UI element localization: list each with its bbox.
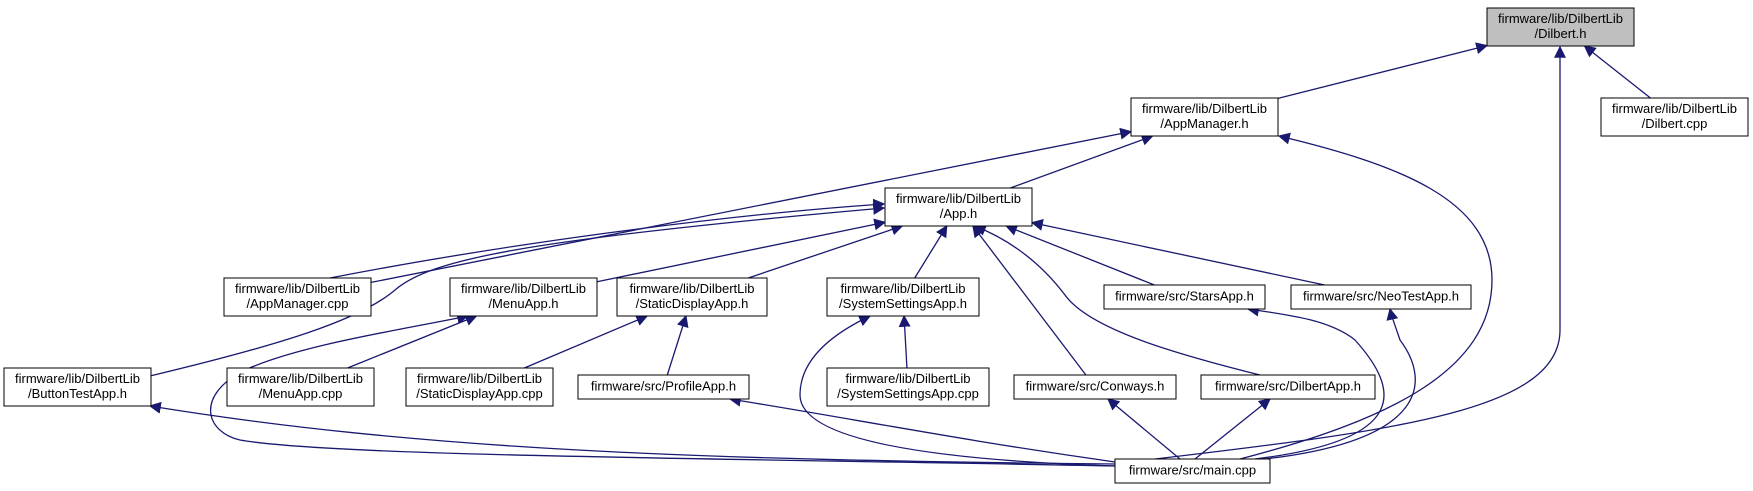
edge-main_cpp-to-profileapp_h	[728, 394, 1116, 463]
node-box	[826, 367, 990, 407]
node-label-line: firmware/src/NeoTestApp.h	[1303, 289, 1459, 304]
node-label-line: firmware/lib/DilbertLib	[841, 281, 966, 296]
edge-appmanager_cpp-to-app_h	[329, 198, 886, 279]
node-box	[1200, 374, 1376, 400]
node-box	[223, 277, 372, 317]
node-label-line: firmware/src/ProfileApp.h	[591, 379, 736, 394]
edge-staticdisplayapp_cpp-to-staticdisplayapp_h	[524, 314, 649, 369]
node-box	[226, 367, 375, 407]
node-label-line: firmware/lib/DilbertLib	[461, 281, 586, 296]
node-label-line: firmware/lib/DilbertLib	[1612, 101, 1737, 116]
node-label-line: /Dilbert.h	[1534, 26, 1586, 41]
node-label-line: /Dilbert.cpp	[1642, 116, 1708, 131]
edge-profileapp_h-to-staticdisplayapp_h	[666, 314, 689, 376]
node-profileapp_h[interactable]: firmware/src/ProfileApp.h	[577, 374, 750, 400]
node-staticdisplayapp_h[interactable]: firmware/lib/DilbertLib/StaticDisplayApp…	[616, 277, 768, 317]
node-staticdisplayapp_cpp[interactable]: firmware/lib/DilbertLib/StaticDisplayApp…	[405, 367, 554, 407]
edge-neotestapp_h-to-app_h	[1030, 219, 1325, 286]
edge-starsapp_h-to-app_h	[1005, 224, 1155, 286]
node-conways_h[interactable]: firmware/src/Conways.h	[1013, 374, 1177, 400]
node-app_h[interactable]: firmware/lib/DilbertLib/App.h	[884, 187, 1033, 227]
node-box	[616, 277, 768, 317]
node-label-line: firmware/src/StarsApp.h	[1115, 289, 1254, 304]
node-label-line: /StaticDisplayApp.h	[636, 296, 749, 311]
node-label-line: firmware/src/Conways.h	[1026, 379, 1165, 394]
edge-main_cpp-to-conways_h	[1107, 398, 1181, 460]
node-box	[884, 187, 1033, 227]
node-box	[1114, 458, 1271, 484]
node-label-line: firmware/lib/DilbertLib	[896, 191, 1021, 206]
node-box	[3, 367, 152, 407]
node-label-line: /StaticDisplayApp.cpp	[416, 386, 542, 401]
node-label-line: firmware/lib/DilbertLib	[630, 281, 755, 296]
edge-appmanager_h-to-dilbert_h	[1277, 42, 1489, 100]
node-label-line: /MenuApp.cpp	[259, 386, 343, 401]
node-label-line: firmware/src/main.cpp	[1129, 463, 1256, 478]
node-label-line: /App.h	[940, 206, 978, 221]
node-label-line: firmware/lib/DilbertLib	[1498, 11, 1623, 26]
edge-main_cpp-to-neotestapp_h	[1264, 307, 1416, 460]
node-box	[1130, 97, 1279, 137]
edge-buttontestapp_h-to-app_h	[149, 202, 886, 377]
edge-menuapp_cpp-to-menuapp_h	[347, 314, 478, 369]
node-systemsettingsapp_h[interactable]: firmware/lib/DilbertLib/SystemSettingsAp…	[826, 277, 980, 317]
edge-systemsettingsapp_h-to-app_h	[914, 224, 948, 279]
node-label-line: firmware/lib/DilbertLib	[15, 371, 140, 386]
node-label-line: firmware/lib/DilbertLib	[417, 371, 542, 386]
node-menuapp_h[interactable]: firmware/lib/DilbertLib/MenuApp.h	[449, 277, 598, 317]
node-main_cpp[interactable]: firmware/src/main.cpp	[1114, 458, 1271, 484]
node-label-line: firmware/lib/DilbertLib	[235, 281, 360, 296]
edges-layer	[148, 42, 1651, 467]
node-menuapp_cpp[interactable]: firmware/lib/DilbertLib/MenuApp.cpp	[226, 367, 375, 407]
node-label-line: /SystemSettingsApp.h	[839, 296, 967, 311]
node-appmanager_cpp[interactable]: firmware/lib/DilbertLib/AppManager.cpp	[223, 277, 372, 317]
node-label-line: /AppManager.cpp	[247, 296, 349, 311]
edge-systemsettingsapp_cpp-to-systemsettingsapp_h	[898, 314, 911, 369]
edge-dilbertapp_h-to-app_h	[973, 224, 1261, 376]
node-box	[1290, 284, 1472, 310]
node-label-line: /SystemSettingsApp.cpp	[837, 386, 979, 401]
edge-dilbert_cpp-to-dilbert_h	[1583, 45, 1651, 99]
node-box	[577, 374, 750, 400]
node-box	[826, 277, 980, 317]
node-label-line: /ButtonTestApp.h	[28, 386, 127, 401]
edge-main_cpp-to-buttontestapp_h	[148, 401, 1116, 465]
node-label-line: firmware/lib/DilbertLib	[238, 371, 363, 386]
edge-app_h-to-appmanager_h	[1010, 134, 1154, 189]
node-dilbert_cpp[interactable]: firmware/lib/DilbertLib/Dilbert.cpp	[1600, 97, 1749, 137]
nodes-layer: firmware/lib/DilbertLib/Dilbert.hfirmwar…	[3, 7, 1749, 484]
node-box	[1486, 7, 1635, 47]
node-appmanager_h[interactable]: firmware/lib/DilbertLib/AppManager.h	[1130, 97, 1279, 137]
node-label-line: /MenuApp.h	[488, 296, 558, 311]
node-label-line: /AppManager.h	[1160, 116, 1248, 131]
node-dilbert_h[interactable]: firmware/lib/DilbertLib/Dilbert.h	[1486, 7, 1635, 47]
node-box	[1600, 97, 1749, 137]
node-box	[405, 367, 554, 407]
edge-appmanager_cpp-to-appmanager_h	[370, 127, 1133, 284]
edge-main_cpp-to-systemsettingsapp_h	[799, 315, 1116, 467]
node-box	[1103, 284, 1266, 310]
node-systemsettingsapp_cpp[interactable]: firmware/lib/DilbertLib/SystemSettingsAp…	[826, 367, 990, 407]
node-neotestapp_h[interactable]: firmware/src/NeoTestApp.h	[1290, 284, 1472, 310]
node-box	[1013, 374, 1177, 400]
node-label-line: firmware/src/DilbertApp.h	[1215, 379, 1361, 394]
edge-menuapp_h-to-app_h	[596, 218, 887, 283]
node-label-line: firmware/lib/DilbertLib	[1142, 101, 1267, 116]
edge-main_cpp-to-menuapp_h	[209, 312, 1116, 467]
node-box	[449, 277, 598, 317]
edge-main_cpp-to-dilbert_h	[1154, 45, 1566, 460]
edge-conways_h-to-app_h	[972, 225, 1087, 376]
edge-staticdisplayapp_h-to-app_h	[748, 223, 904, 279]
node-dilbertapp_h[interactable]: firmware/src/DilbertApp.h	[1200, 374, 1376, 400]
edge-main_cpp-to-dilbertapp_h	[1194, 398, 1271, 460]
edge-main_cpp-to-starsapp_h	[1246, 304, 1385, 460]
edge-main_cpp-to-appmanager_h	[1239, 132, 1493, 460]
node-buttontestapp_h[interactable]: firmware/lib/DilbertLib/ButtonTestApp.h	[3, 367, 152, 407]
node-starsapp_h[interactable]: firmware/src/StarsApp.h	[1103, 284, 1266, 310]
node-label-line: firmware/lib/DilbertLib	[846, 371, 971, 386]
